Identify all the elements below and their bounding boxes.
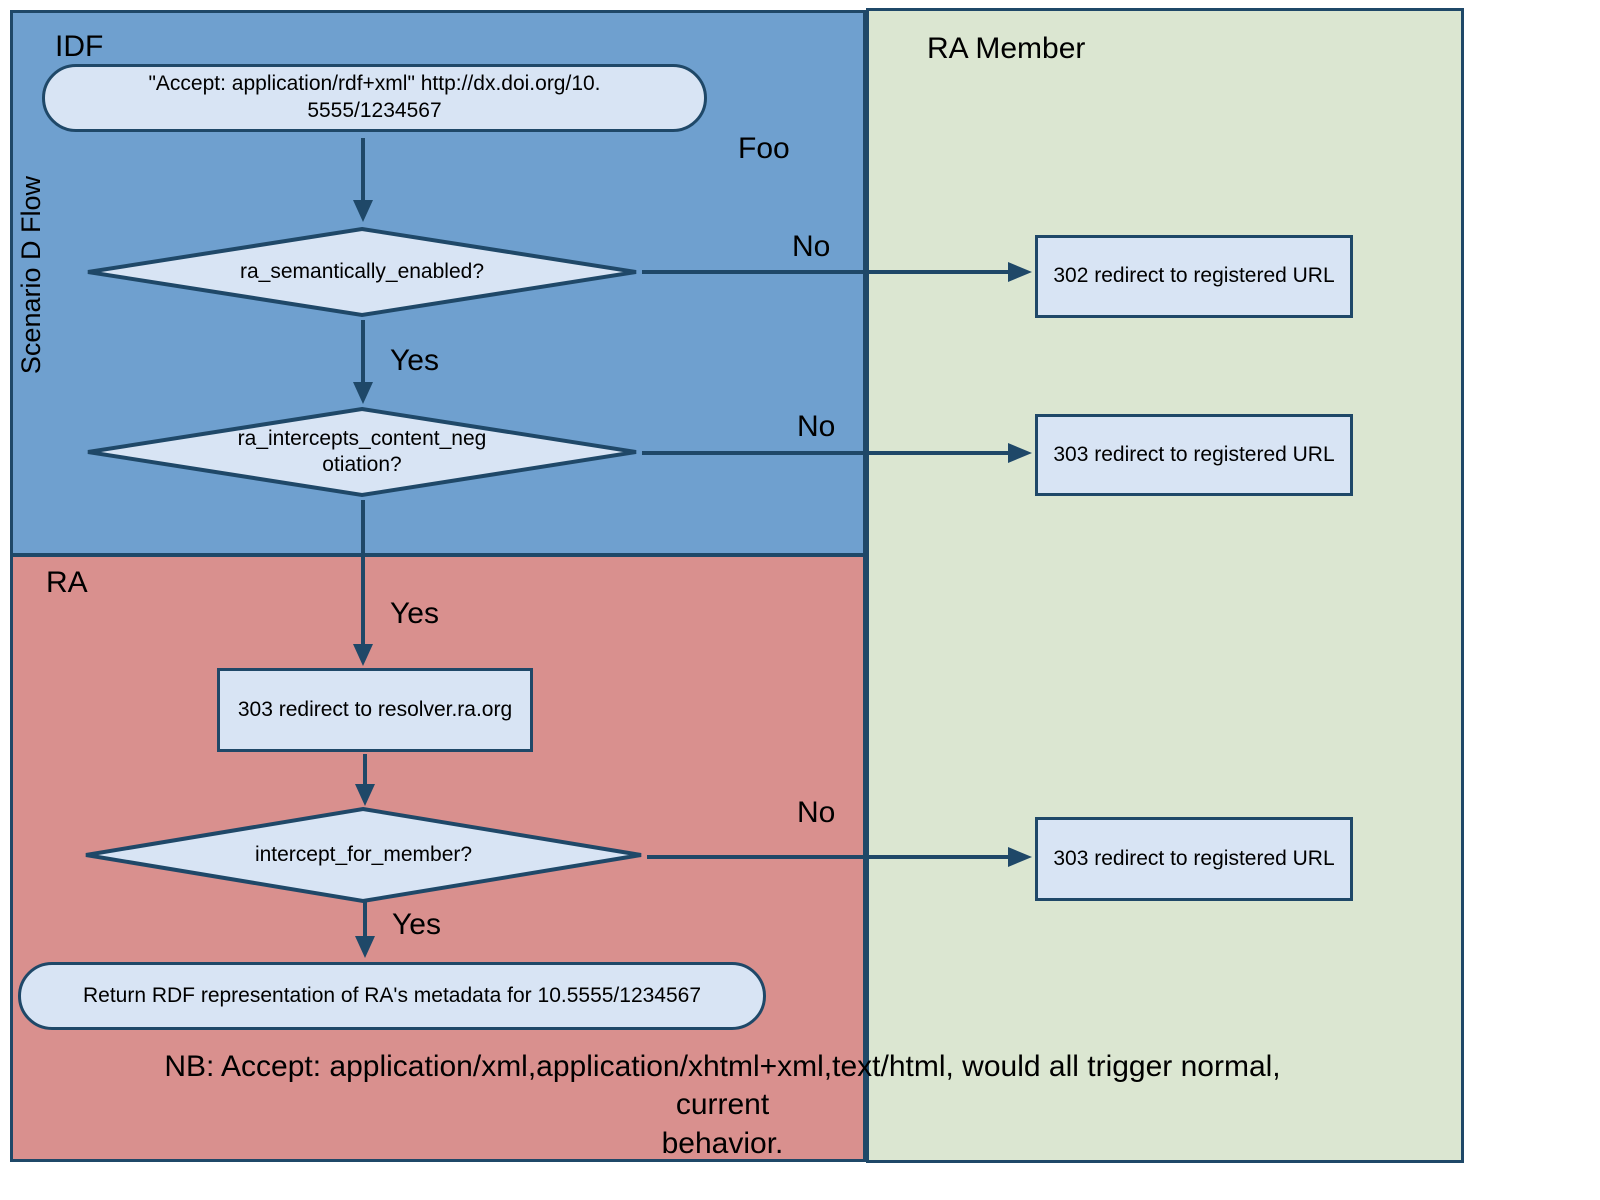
decision2-label: ra_intercepts_content_neg otiation? bbox=[237, 426, 487, 476]
foo-annotation: Foo bbox=[738, 132, 790, 165]
end-terminator: Return RDF representation of RA's metada… bbox=[18, 962, 766, 1030]
decision1-diamond-shape bbox=[87, 226, 637, 318]
edge-label-yes-1: Yes bbox=[390, 344, 439, 377]
edge-label-no-2: No bbox=[797, 410, 836, 443]
lane-divider bbox=[10, 553, 866, 557]
decision1-node: ra_semantically_enabled? bbox=[84, 226, 640, 318]
decision3-node: intercept_for_member? bbox=[82, 806, 645, 904]
diagram-title: Scenario D Flow bbox=[16, 176, 46, 375]
decision2-node: ra_intercepts_content_neg otiation? bbox=[84, 406, 640, 498]
decision3-diamond-shape bbox=[85, 806, 642, 904]
decision3-label: intercept_for_member? bbox=[254, 842, 473, 866]
nb-note: NB: Accept: application/xml,application/… bbox=[164, 1050, 1281, 1160]
edge-label-no-3: No bbox=[797, 796, 836, 829]
edge-label-no-1: No bbox=[792, 230, 831, 263]
edge-label-yes-2: Yes bbox=[390, 597, 439, 630]
start-terminator: "Accept: application/rdf+xml" http://dx.… bbox=[42, 64, 707, 132]
lane-ra-member-label: RA Member bbox=[927, 32, 1086, 65]
lane-idf-label: IDF bbox=[55, 30, 104, 63]
edge-label-yes-3: Yes bbox=[392, 908, 441, 941]
redirect-302-process: 302 redirect to registered URL bbox=[1035, 235, 1353, 318]
decision1-label: ra_semantically_enabled? bbox=[240, 259, 484, 283]
lane-ra-label: RA bbox=[46, 566, 88, 599]
redirect-303-final-process: 303 redirect to registered URL bbox=[1035, 817, 1353, 901]
redirect-303-member-process: 303 redirect to registered URL bbox=[1035, 414, 1353, 496]
resolver-process: 303 redirect to resolver.ra.org bbox=[217, 668, 533, 752]
decision2-diamond-shape bbox=[87, 406, 637, 498]
lane-ra-member bbox=[866, 8, 1464, 1163]
